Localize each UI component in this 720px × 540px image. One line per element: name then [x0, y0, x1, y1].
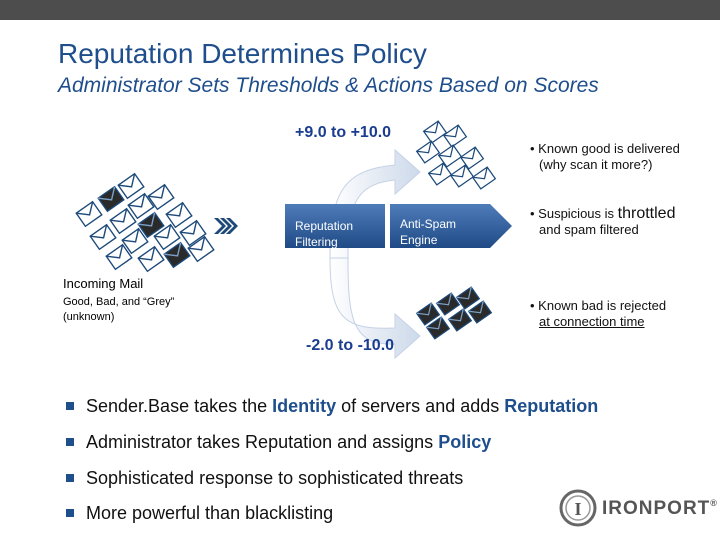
note-suspicious-line2: and spam filtered — [539, 222, 639, 237]
bad-mail-envelopes-icon — [416, 286, 492, 340]
note-suspicious-prefix: • Suspicious is — [530, 206, 618, 221]
bullet-text: of servers and adds — [336, 396, 505, 416]
slide-subtitle: Administrator Sets Thresholds & Actions … — [58, 74, 599, 97]
reputation-filtering-label: Reputation Filtering — [295, 218, 353, 250]
bullet-emphasis: Identity — [272, 396, 337, 416]
score-low-label: -2.0 to -10.0 — [306, 337, 395, 354]
note-bad-line1: • Known bad is rejected — [530, 298, 667, 313]
bullet-emphasis: Reputation — [504, 396, 599, 416]
bullet-text: More powerful than blacklisting — [86, 503, 334, 523]
reputation-label-line2: Filtering — [295, 235, 338, 249]
logo-text: IRONPORT — [602, 498, 711, 519]
note-bad-line2: at connection time — [539, 314, 645, 329]
top-bar — [0, 0, 720, 20]
note-known-good: • Known good is delivered (why scan it m… — [530, 141, 680, 173]
inflow-chevrons-icon — [214, 218, 238, 234]
reputation-box — [285, 204, 385, 248]
bullet-square-icon — [66, 438, 74, 446]
incoming-mail-envelopes-icon — [75, 173, 215, 272]
note-known-bad: • Known bad is rejected at connection ti… — [530, 298, 666, 330]
antispam-engine-label: Anti-Spam Engine — [400, 216, 456, 248]
logo-wordmark: IRONPORT® — [602, 498, 718, 520]
score-high-label: +9.0 to +10.0 — [295, 124, 392, 141]
antispam-box — [390, 204, 512, 248]
bullet-square-icon — [66, 474, 74, 482]
curve-arrow-down — [329, 257, 421, 360]
bullet-text: Sender.Base takes the — [86, 396, 273, 416]
bullet-square-icon — [66, 402, 74, 410]
antispam-label-line2: Engine — [400, 233, 438, 247]
ironport-logo: I — [559, 489, 597, 527]
bullet-square-icon — [66, 509, 74, 517]
note-good-line1: • Known good is delivered — [530, 141, 680, 156]
incoming-mail-title: Incoming Mail — [63, 276, 144, 291]
antispam-label-line1: Anti-Spam — [400, 217, 457, 231]
bullet-text: Sophisticated response to sophisticated … — [86, 468, 464, 488]
note-suspicious-emphasis: throttled — [617, 205, 676, 222]
note-good-line2: (why scan it more?) — [539, 157, 653, 172]
slide-title: Reputation Determines Policy — [58, 38, 427, 69]
note-suspicious: • Suspicious is throttled and spam filte… — [530, 206, 675, 238]
logo-mark-letter: I — [574, 499, 581, 519]
incoming-mail-subtitle: Good, Bad, and “Grey” (unknown) — [63, 296, 175, 323]
logo-trademark: ® — [710, 498, 718, 508]
bullet-text: Administrator takes Reputation and assig… — [86, 432, 439, 452]
reputation-label-line1: Reputation — [295, 219, 354, 233]
bullet-emphasis: Policy — [438, 432, 492, 452]
good-mail-envelopes-icon — [416, 120, 496, 190]
